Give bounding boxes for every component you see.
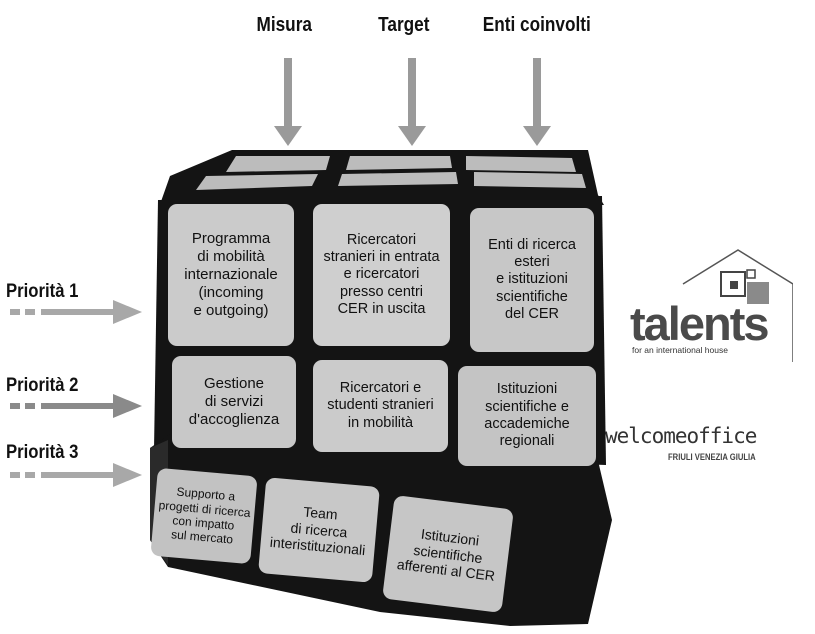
- column-header-target: Target: [378, 14, 430, 36]
- cell-misura-priority-1: Programma di mobilità internazionale (in…: [168, 204, 294, 346]
- cell-misura-priority-2: Gestione di servizi d'accoglienza: [172, 356, 296, 448]
- priority-2-label: Priorità 2: [6, 375, 79, 396]
- top-face-stickers: [196, 156, 586, 190]
- priority-1-label: Priorità 1: [6, 281, 79, 302]
- talents-logo-tagline: for an international house: [632, 345, 728, 355]
- cell-enti-priority-3: Istituzioni scientifiche afferenti al CE…: [382, 495, 514, 613]
- cell-target-priority-3: Team di ricerca interistituzionali: [258, 477, 380, 583]
- down-arrow-misura: [274, 58, 302, 146]
- cell-enti-priority-1: Enti di ricerca esteri e istituzioni sci…: [470, 208, 594, 352]
- column-header-enti: Enti coinvolti: [482, 14, 591, 36]
- welcome-office-logo-tagline: FRIULI VENEZIA GIULIA: [668, 452, 756, 462]
- down-arrow-enti: [523, 58, 551, 146]
- cell-enti-priority-2: Istituzioni scientifiche e accademiche r…: [458, 366, 596, 466]
- priority-3-label: Priorità 3: [6, 442, 79, 463]
- cell-target-priority-2: Ricercatori e studenti stranieri in mobi…: [313, 360, 448, 452]
- welcome-office-logo-text: welcomeoffice: [605, 424, 757, 448]
- right-arrow-priority-1: [10, 300, 142, 324]
- cell-target-priority-1: Ricercatori stranieri in entrata e ricer…: [313, 204, 450, 346]
- cell-misura-priority-3: Supporto a progetti di ricerca con impat…: [150, 467, 258, 565]
- talents-logo-text: talents: [630, 297, 769, 350]
- right-arrow-priority-2: [10, 394, 142, 418]
- column-header-misura: Misura: [256, 14, 312, 36]
- right-arrow-priority-3: [10, 463, 142, 487]
- down-arrow-target: [398, 58, 426, 146]
- talents-house-logo: [682, 249, 793, 362]
